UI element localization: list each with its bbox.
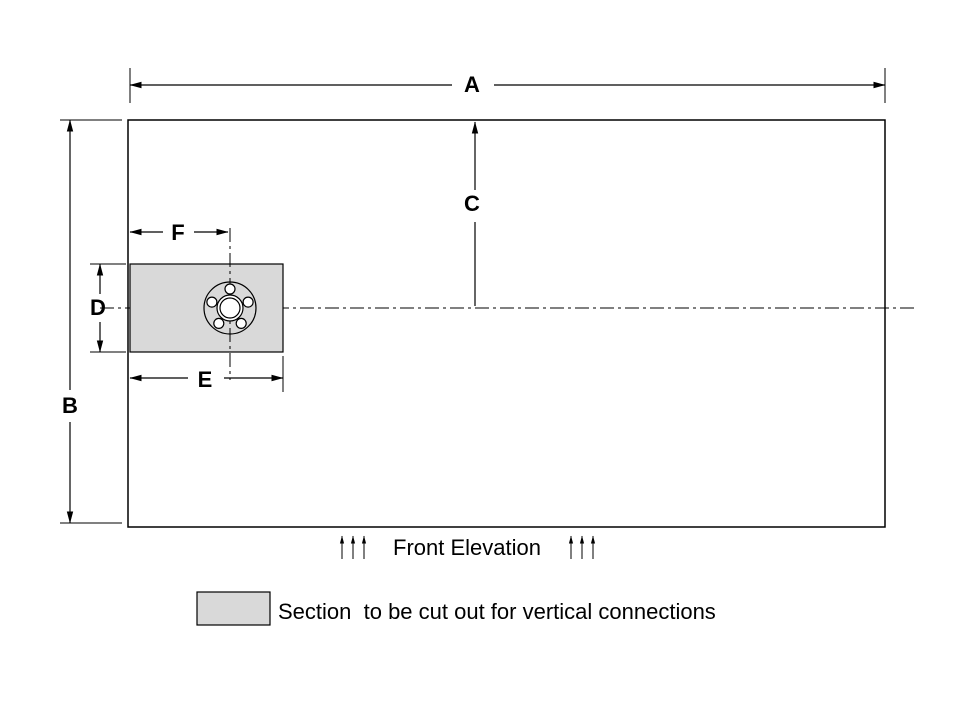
dimension-d: D <box>90 263 126 353</box>
dim-label-d: D <box>90 295 106 320</box>
flange-bore-circle <box>219 297 241 319</box>
legend: Section to be cut out for vertical conne… <box>196 591 716 626</box>
flange-outer-circle <box>203 281 257 335</box>
bolt-hole <box>213 317 225 329</box>
cutout-section <box>129 263 284 353</box>
bolt-hole <box>235 317 247 329</box>
bolt-hole <box>224 283 236 295</box>
dim-label-c: C <box>464 191 480 216</box>
dim-label-a: A <box>464 72 480 97</box>
front-elevation-label: Front Elevation <box>393 535 541 560</box>
dim-label-f: F <box>171 220 184 245</box>
dim-label-b: B <box>62 393 78 418</box>
dimension-c: C <box>464 121 480 306</box>
flange-inner-circle <box>216 294 244 322</box>
front-elevation-caption: Front Elevation <box>339 535 596 560</box>
dimension-e: E <box>129 356 284 392</box>
dimension-a: A <box>129 68 886 103</box>
legend-text: Section to be cut out for vertical conne… <box>278 599 716 624</box>
bolt-hole <box>206 296 218 308</box>
dim-label-e: E <box>198 367 213 392</box>
dimension-f: F <box>129 220 229 245</box>
legend-swatch <box>196 591 271 626</box>
bolt-hole <box>242 296 254 308</box>
dimension-b: B <box>60 119 122 524</box>
flange <box>203 281 257 335</box>
